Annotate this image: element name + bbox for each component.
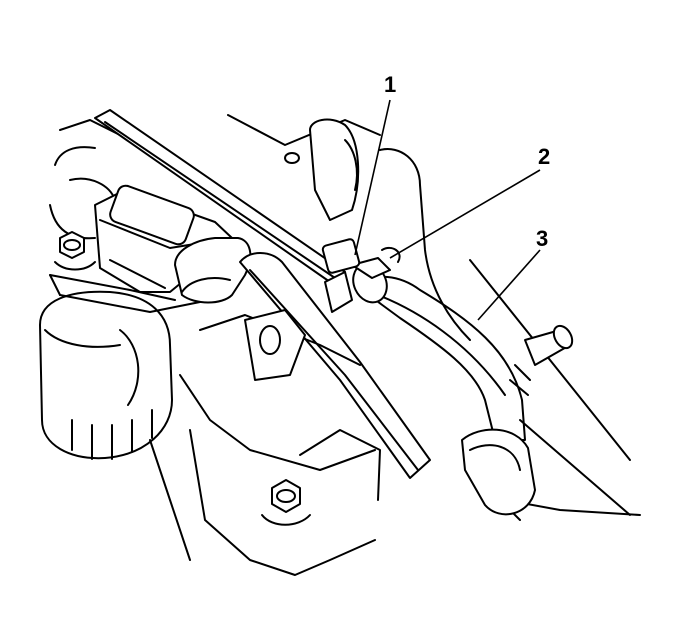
main-hose-left xyxy=(239,252,431,479)
callout-3: 3 xyxy=(536,226,548,251)
callout-1: 1 xyxy=(384,72,396,97)
callout-2: 2 xyxy=(538,144,550,169)
fuel-rail xyxy=(94,109,353,313)
leader-lines xyxy=(354,99,541,321)
filler-cap xyxy=(39,290,173,460)
leader-3 xyxy=(477,249,541,321)
right-pipe xyxy=(509,324,574,396)
leader-1 xyxy=(354,99,391,256)
engine-block-lower xyxy=(149,309,381,576)
hose-fitting xyxy=(321,238,361,274)
bolt-lower xyxy=(261,479,311,526)
bolt-upper-left xyxy=(54,231,96,271)
lower-hose xyxy=(461,428,536,516)
bracket xyxy=(49,274,211,313)
valve-cover-top xyxy=(227,114,381,221)
small-hose xyxy=(174,237,252,304)
hose-clamp xyxy=(351,246,401,304)
leader-2 xyxy=(389,169,541,259)
